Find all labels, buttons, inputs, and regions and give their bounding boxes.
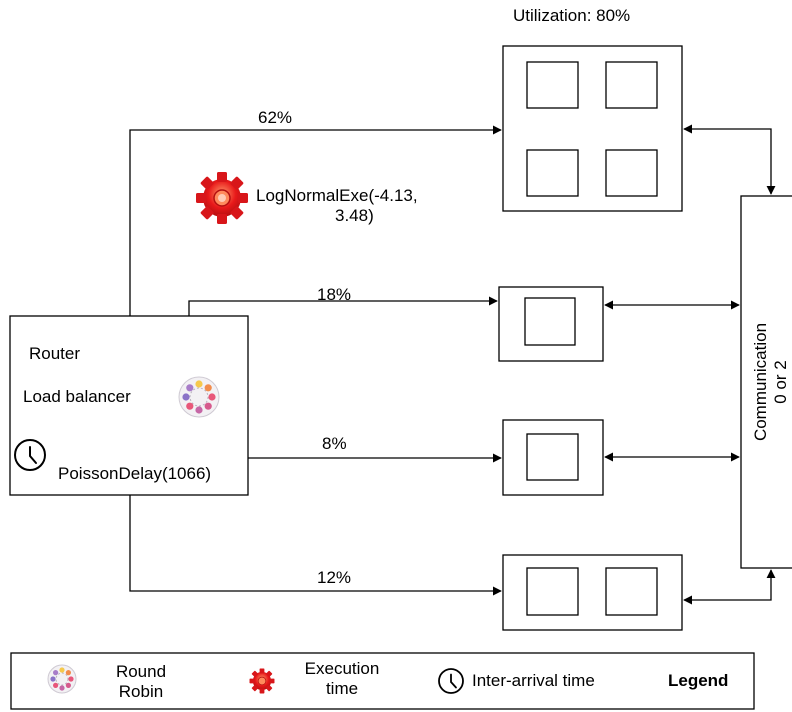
server-1-core-3 <box>526 149 579 197</box>
legend-execution-line2: time <box>325 679 359 698</box>
server-4-core-2 <box>605 567 658 616</box>
server-1-core-4 <box>605 149 658 197</box>
comm-arrow-1 <box>683 124 776 195</box>
legend-gear-icon <box>249 668 275 694</box>
server-1-core-1 <box>526 61 579 109</box>
legend-round-robin-line2: Robin <box>118 682 164 701</box>
legend-inter-arrival-label: Inter-arrival time <box>472 671 595 690</box>
legend-round-robin-icon <box>47 664 77 694</box>
route-label-62: 62% <box>258 108 293 127</box>
legend-round-robin-label: Round Robin <box>106 662 176 702</box>
legend-title: Legend <box>668 671 729 690</box>
communication-box <box>740 195 792 569</box>
communication-label-line1: Communication <box>751 322 770 442</box>
route-label-18: 18% <box>317 285 352 304</box>
round-robin-icon <box>178 376 220 418</box>
communication-label-line2: 0 or 2 <box>771 360 790 404</box>
legend-box <box>10 652 755 710</box>
route-arrow-62 <box>129 125 502 316</box>
route-arrow-12 <box>129 495 502 596</box>
utilization-label: Utilization: 80% <box>513 6 631 25</box>
server-2-core-1 <box>524 297 576 346</box>
execution-label: LogNormalExe(-4.13, 3.48) <box>256 186 456 226</box>
load-balancer-label: Load balancer <box>23 387 131 406</box>
gear-icon <box>196 172 248 224</box>
legend-execution-line1: Execution <box>304 659 380 678</box>
clock-icon <box>14 439 46 471</box>
route-arrow-18 <box>188 296 498 316</box>
comm-arrow-4 <box>683 569 776 605</box>
execution-label-line1: LogNormalExe(-4.13, <box>256 186 418 205</box>
execution-label-line2: 3.48) <box>335 206 374 225</box>
server-1-core-2 <box>605 61 658 109</box>
legend-round-robin-line1: Round <box>115 662 167 681</box>
server-3-core-1 <box>526 433 579 481</box>
legend-clock-icon <box>438 668 464 694</box>
server-4-core-1 <box>526 567 579 616</box>
router-title: Router <box>29 344 81 363</box>
route-label-12: 12% <box>317 568 352 587</box>
poisson-delay-label: PoissonDelay(1066) <box>58 464 212 483</box>
route-label-8: 8% <box>322 434 347 453</box>
communication-label: Communication 0 or 2 <box>751 323 791 441</box>
legend-execution-label: Execution time <box>292 659 392 699</box>
